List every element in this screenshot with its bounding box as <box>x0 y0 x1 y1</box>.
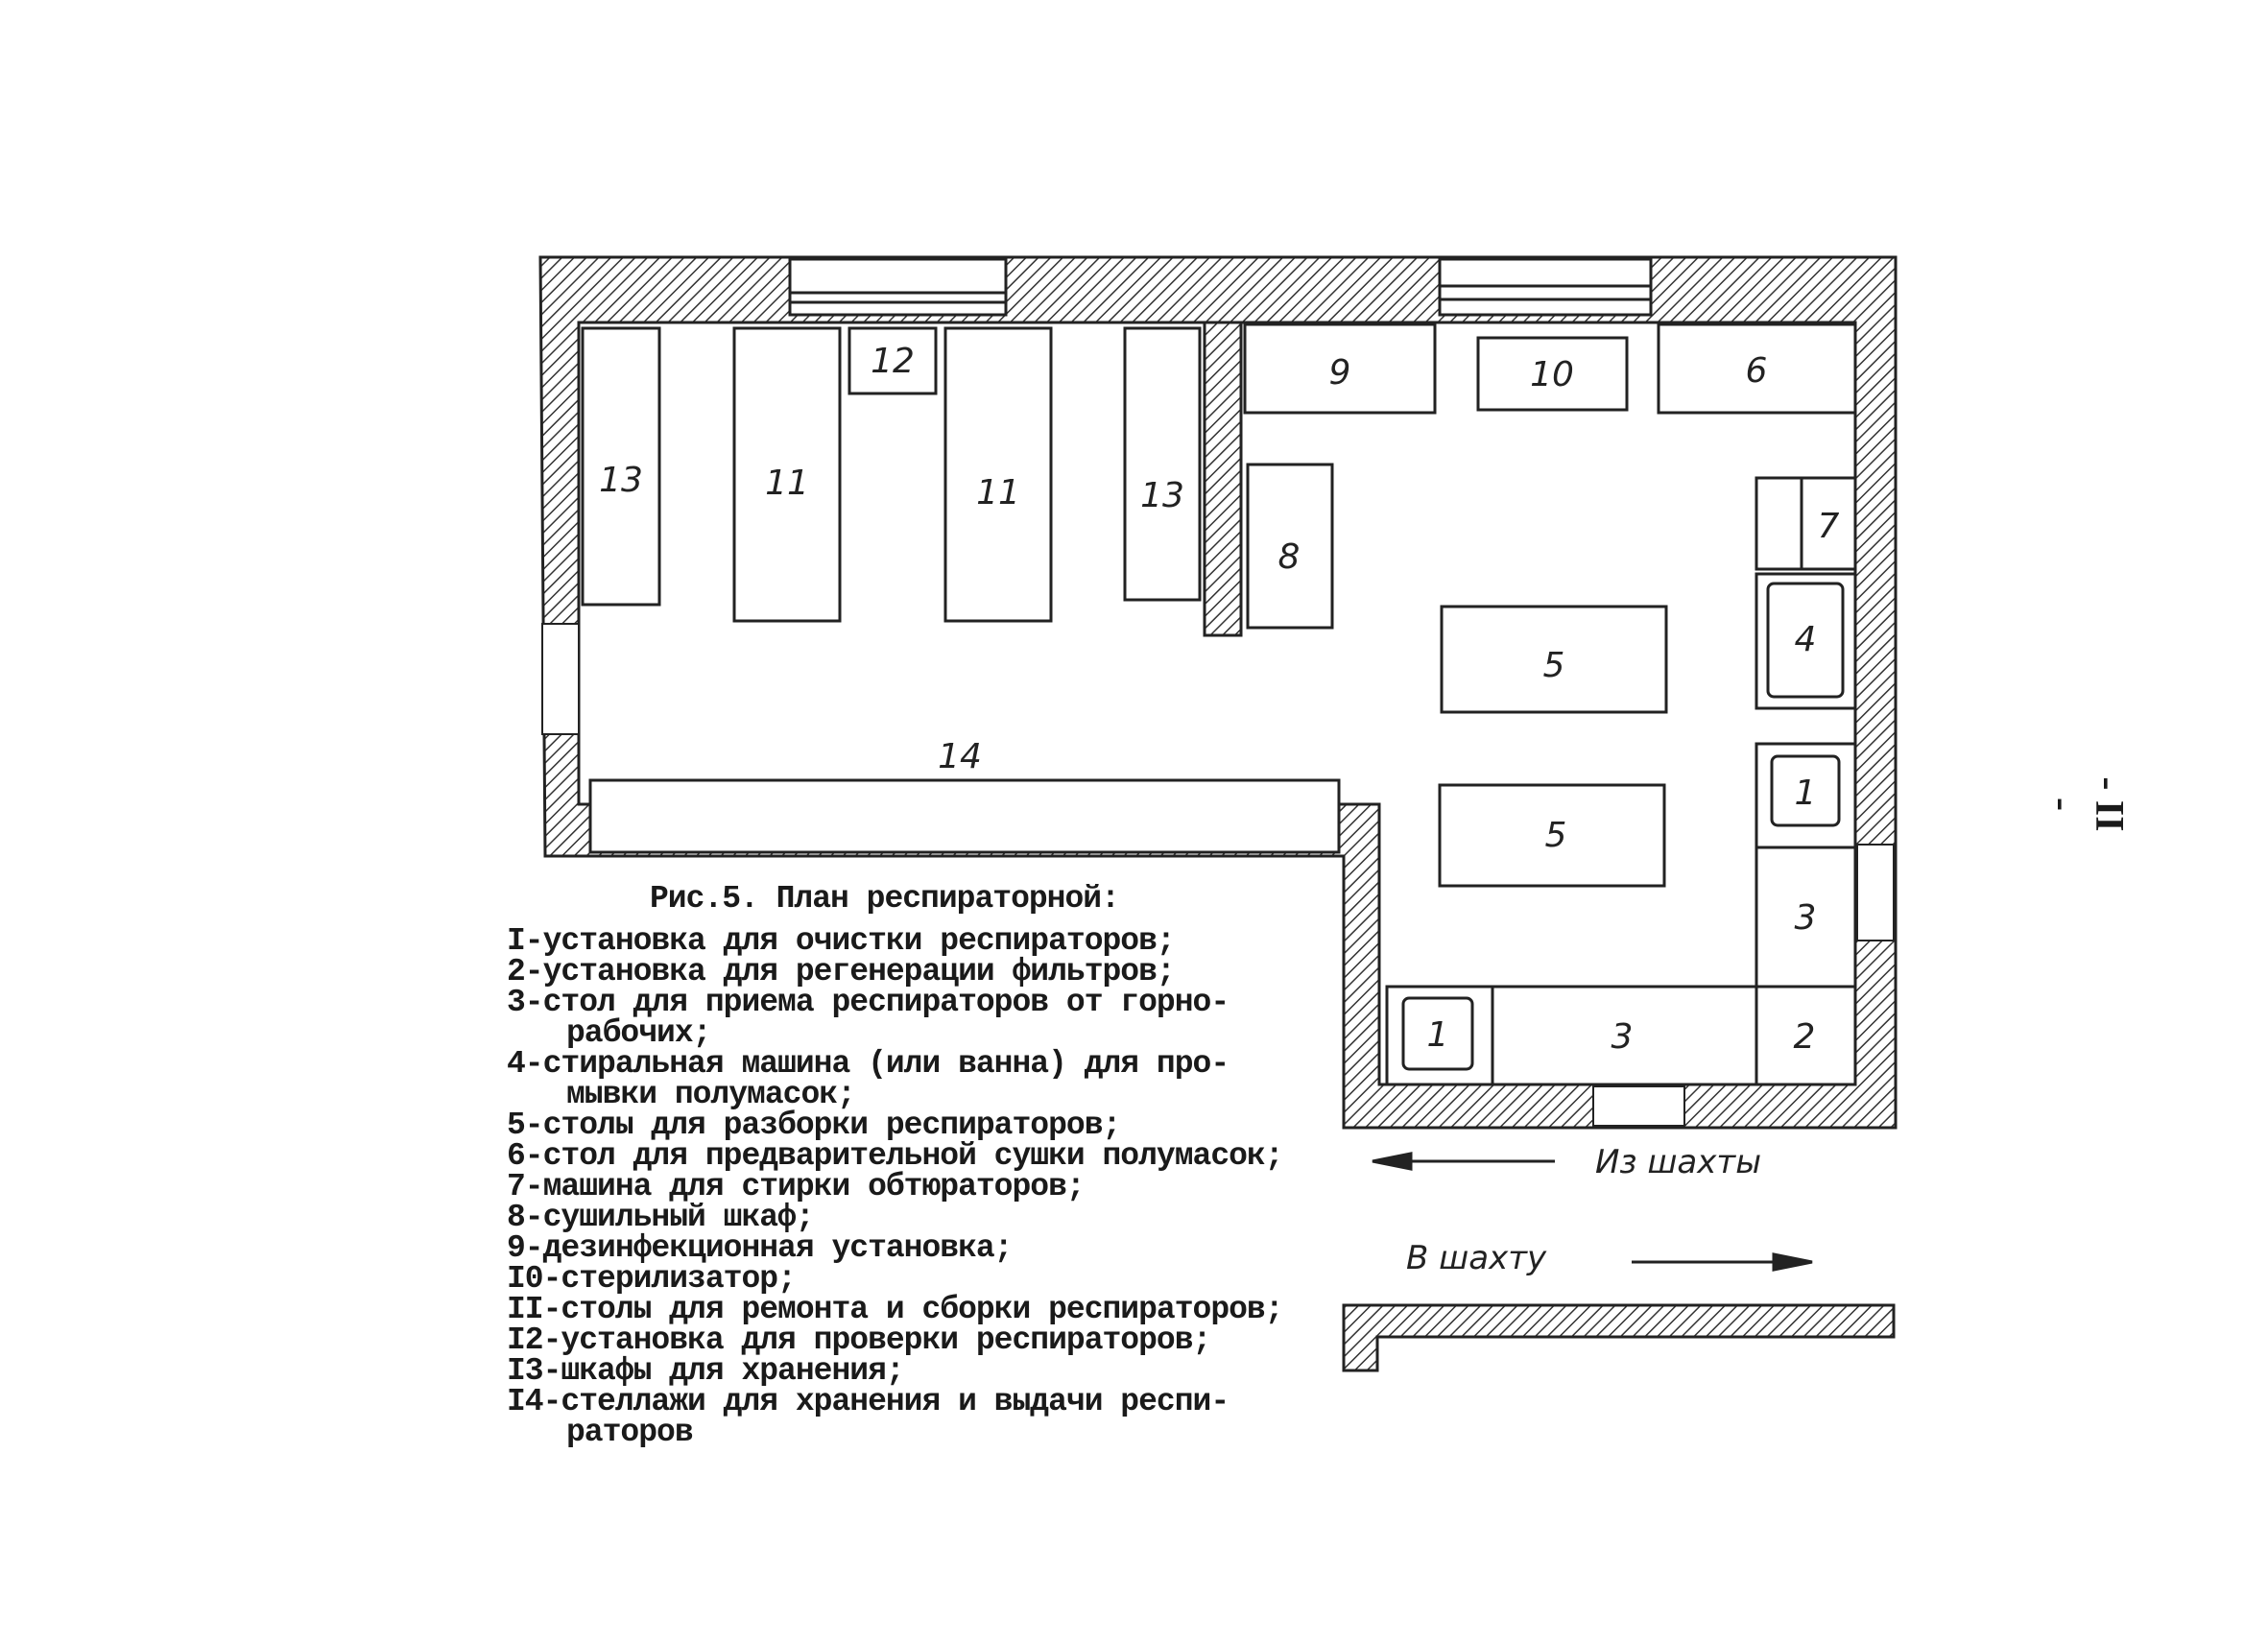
washer-7-frame <box>1755 476 1857 571</box>
reception-table-3-bottom <box>1491 985 1758 1086</box>
wall-section <box>1342 1303 1896 1372</box>
label-11a: 11 <box>765 464 809 503</box>
label-3b: 3 <box>1611 1017 1634 1057</box>
cabinet-13-right <box>1123 326 1202 602</box>
disassembly-table-5-lower <box>1438 783 1666 888</box>
label-8: 8 <box>1278 537 1301 577</box>
legend-item: I2-установка для проверки респираторов; <box>507 1322 1211 1358</box>
label-13a: 13 <box>599 461 643 500</box>
to-mine-arrowhead-icon <box>1772 1252 1813 1272</box>
cleaning-unit-1-right-inner <box>1770 754 1841 827</box>
legend-item: I4-стеллажи для хранения и выдачи респи- <box>507 1384 1229 1419</box>
disassembly-table-5-upper <box>1440 605 1668 714</box>
walls <box>538 255 1898 1130</box>
outer-wall <box>538 255 1898 1130</box>
legend-item: 7-машина для стирки обтюраторов; <box>507 1169 1086 1204</box>
legend-item: 2-установка для регенерации фильтров; <box>507 954 1176 989</box>
page-number: - II - <box>2041 776 2131 832</box>
legend: I-установка для очистки респираторов; 2-… <box>507 923 1284 1450</box>
table-11-left <box>732 326 842 623</box>
legend-item-continuation: рабочих; <box>566 1015 711 1051</box>
label-1a: 1 <box>1795 774 1817 813</box>
regeneration-unit-2 <box>1755 985 1857 1086</box>
legend-item: 3-стол для приема респираторов от горно- <box>507 985 1229 1020</box>
legend-item: I3-шкафы для хранения; <box>507 1353 905 1389</box>
equipment <box>581 322 1857 1086</box>
flow-arrows <box>1372 1152 1813 1272</box>
label-11b: 11 <box>976 473 1020 512</box>
table-11-right <box>943 326 1053 623</box>
label-5a: 5 <box>1543 646 1565 685</box>
disinfection-9 <box>1243 322 1437 415</box>
label-4: 4 <box>1795 620 1817 659</box>
sterilizer-10 <box>1476 336 1629 412</box>
cleaning-unit-1-left-inner <box>1401 996 1474 1071</box>
cabinet-13-left <box>581 326 661 607</box>
legend-item: I-установка для очистки респираторов; <box>507 923 1176 959</box>
from-mine-label: Из шахты <box>1595 1143 1761 1181</box>
label-6: 6 <box>1746 351 1768 391</box>
station-12 <box>848 326 938 395</box>
equipment-labels: 13 11 12 11 13 9 10 6 8 7 4 5 5 14 1 3 1… <box>599 342 1839 1057</box>
drying-table-6 <box>1657 322 1857 415</box>
legend-item: 4-стиральная машина (или ванна) для про- <box>507 1046 1229 1082</box>
partition-wall <box>1203 321 1243 637</box>
label-2: 2 <box>1794 1017 1816 1057</box>
door-bottom <box>1592 1085 1685 1127</box>
window-top-left <box>788 257 1008 317</box>
label-10: 10 <box>1530 355 1574 394</box>
to-mine-label: В шахту <box>1406 1239 1547 1277</box>
legend-item: I0-стерилизатор; <box>507 1261 797 1297</box>
shelving-14 <box>588 778 1341 854</box>
figure-caption: Рис.5. План респираторной: <box>650 881 1120 917</box>
label-7: 7 <box>1818 507 1840 546</box>
washer-4-inner <box>1766 582 1845 699</box>
door-left <box>541 623 580 735</box>
legend-item-continuation: мывки полумасок; <box>566 1077 856 1112</box>
label-14: 14 <box>938 737 982 776</box>
label-3a: 3 <box>1795 898 1817 938</box>
legend-item-continuation: раторов <box>566 1415 694 1450</box>
label-12: 12 <box>871 342 915 381</box>
flow-labels: Из шахты В шахту <box>1406 1143 1761 1277</box>
label-9: 9 <box>1329 353 1351 393</box>
label-5b: 5 <box>1545 816 1567 855</box>
legend-item: 9-дезинфекционная установка; <box>507 1230 1013 1266</box>
legend-item: 8-сушильный шкаф; <box>507 1200 815 1235</box>
legend-item: 6-стол для предварительной сушки полумас… <box>507 1138 1284 1174</box>
from-mine-arrowhead-icon <box>1372 1152 1413 1171</box>
label-13b: 13 <box>1140 476 1184 515</box>
drying-cabinet-8 <box>1246 463 1334 630</box>
door-right <box>1856 844 1895 941</box>
legend-item: II-столы для ремонта и сборки респиратор… <box>507 1292 1284 1327</box>
label-1b: 1 <box>1427 1015 1449 1055</box>
legend-item: 5-столы для разборки респираторов; <box>507 1108 1121 1143</box>
